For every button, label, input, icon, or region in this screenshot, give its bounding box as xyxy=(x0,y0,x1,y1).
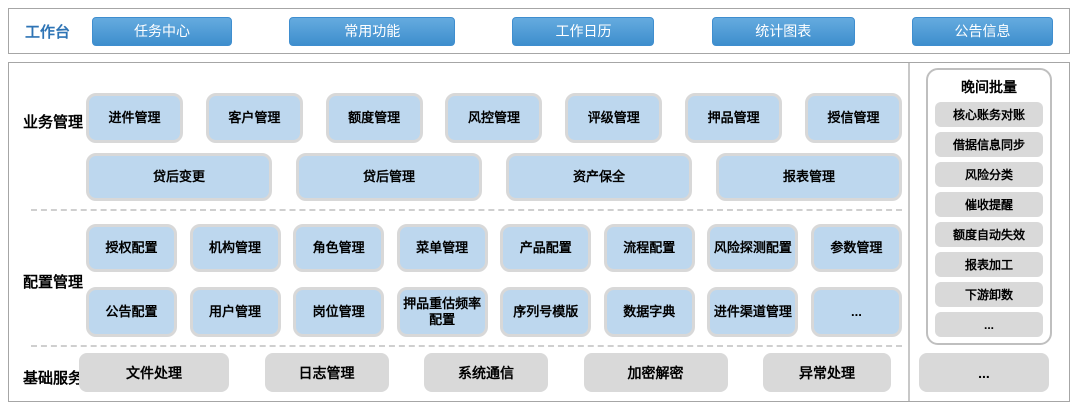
batch-job-chip[interactable]: 额度自动失效 xyxy=(935,222,1043,247)
base-services-row: 文件处理 日志管理 系统通信 加密解密 异常处理 xyxy=(79,353,891,392)
service-chip[interactable]: 系统通信 xyxy=(424,353,548,392)
module-chip[interactable]: 授信管理 xyxy=(804,93,902,143)
module-chip[interactable]: 评级管理 xyxy=(565,93,663,143)
workbench-label: 工作台 xyxy=(25,23,71,41)
task-center-button[interactable]: 任务中心 xyxy=(92,16,233,46)
module-chip[interactable]: 公告配置 xyxy=(86,287,177,337)
module-chip[interactable]: 风控管理 xyxy=(445,93,543,143)
module-chip[interactable]: 资产保全 xyxy=(506,153,692,201)
module-chip[interactable]: 风险探测配置 xyxy=(707,224,799,272)
section-label-business: 业务管理 xyxy=(23,114,84,131)
module-chip[interactable]: 参数管理 xyxy=(810,224,902,272)
module-chip[interactable]: 贷后变更 xyxy=(86,153,272,201)
work-calendar-button[interactable]: 工作日历 xyxy=(512,16,655,46)
module-chip[interactable]: 贷后管理 xyxy=(296,153,482,201)
section-label-base: 基础服务 xyxy=(23,370,84,387)
module-chip[interactable]: 机构管理 xyxy=(189,224,281,272)
module-chip[interactable]: 产品配置 xyxy=(500,224,592,272)
module-chip[interactable]: 进件管理 xyxy=(86,93,183,143)
module-chip-more[interactable]: ... xyxy=(810,287,902,337)
night-batch-panel: 晚间批量 核心账务对账 借据信息同步 风险分类 催收提醒 额度自动失效 报表加工… xyxy=(926,68,1052,345)
section-divider xyxy=(31,345,902,347)
service-chip[interactable]: 文件处理 xyxy=(79,353,229,392)
module-chip[interactable]: 用户管理 xyxy=(189,287,281,337)
batch-job-chip-more[interactable]: ... xyxy=(935,312,1043,337)
module-chip[interactable]: 授权配置 xyxy=(86,224,177,272)
module-chip[interactable]: 岗位管理 xyxy=(293,287,385,337)
base-services-more-chip[interactable]: ... xyxy=(919,353,1049,392)
config-row-2: 公告配置 用户管理 岗位管理 押品重估频率配置 序列号模版 数据字典 进件渠道管… xyxy=(86,287,902,337)
module-chip[interactable]: 进件渠道管理 xyxy=(707,287,799,337)
module-chip[interactable]: 客户管理 xyxy=(205,93,303,143)
common-functions-button[interactable]: 常用功能 xyxy=(289,16,456,46)
config-row-1: 授权配置 机构管理 角色管理 菜单管理 产品配置 流程配置 风险探测配置 参数管… xyxy=(86,224,902,272)
business-row-2: 贷后变更 贷后管理 资产保全 报表管理 xyxy=(86,153,902,201)
module-chip[interactable]: 押品管理 xyxy=(685,93,783,143)
workbench-buttons: 任务中心 常用功能 工作日历 统计图表 公告信息 xyxy=(92,16,1053,46)
batch-column-divider xyxy=(908,63,910,401)
announcement-info-button[interactable]: 公告信息 xyxy=(911,16,1053,46)
batch-job-chip[interactable]: 催收提醒 xyxy=(935,192,1043,217)
business-row-1: 进件管理 客户管理 额度管理 风控管理 评级管理 押品管理 授信管理 xyxy=(86,93,902,143)
module-chip[interactable]: 押品重估频率配置 xyxy=(396,287,488,337)
module-chip[interactable]: 额度管理 xyxy=(325,93,423,143)
batch-job-chip[interactable]: 核心账务对账 xyxy=(935,102,1043,127)
module-chip[interactable]: 报表管理 xyxy=(716,153,902,201)
service-chip[interactable]: 异常处理 xyxy=(763,353,891,392)
section-divider xyxy=(31,209,902,211)
module-chip[interactable]: 菜单管理 xyxy=(396,224,488,272)
modules-panel: 业务管理 配置管理 基础服务 进件管理 客户管理 额度管理 风控管理 评级管理 … xyxy=(8,62,1070,402)
statistics-charts-button[interactable]: 统计图表 xyxy=(711,16,855,46)
night-batch-title: 晚间批量 xyxy=(961,79,1017,95)
batch-job-chip[interactable]: 风险分类 xyxy=(935,162,1043,187)
module-chip[interactable]: 角色管理 xyxy=(293,224,385,272)
module-chip[interactable]: 流程配置 xyxy=(603,224,695,272)
batch-job-chip[interactable]: 借据信息同步 xyxy=(935,132,1043,157)
service-chip[interactable]: 日志管理 xyxy=(264,353,389,392)
module-chip[interactable]: 序列号模版 xyxy=(500,287,592,337)
workbench-bar: 工作台 任务中心 常用功能 工作日历 统计图表 公告信息 xyxy=(8,8,1070,54)
section-label-config: 配置管理 xyxy=(23,274,84,291)
service-chip[interactable]: 加密解密 xyxy=(583,353,728,392)
batch-job-chip[interactable]: 报表加工 xyxy=(935,252,1043,277)
module-chip[interactable]: 数据字典 xyxy=(603,287,695,337)
batch-job-chip[interactable]: 下游卸数 xyxy=(935,282,1043,307)
